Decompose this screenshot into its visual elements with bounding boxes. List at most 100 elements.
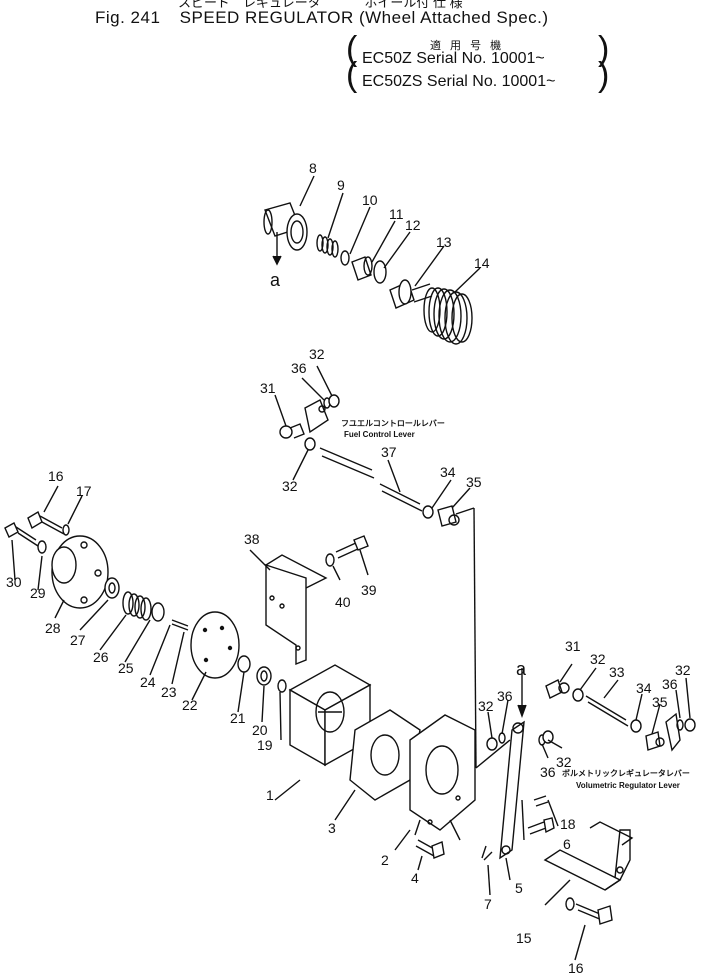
part-20-bushing	[256, 666, 272, 686]
label-7: 7	[484, 896, 492, 912]
label-28: 28	[45, 620, 61, 636]
label-16-b: 16	[568, 960, 584, 976]
label-5: 5	[515, 880, 523, 896]
serial-range-ec50z: EC50Z Serial No. 10001~	[362, 50, 545, 67]
part-5-lever	[499, 668, 527, 881]
part-15-bracket	[543, 821, 634, 906]
label-15: 15	[516, 930, 532, 946]
kana-title-1: スピード レギュレータ	[178, 0, 321, 10]
part-35-ball-joint	[437, 505, 460, 527]
label-32-d: 32	[556, 754, 572, 770]
part-7-pin	[481, 845, 493, 896]
label-14: 14	[474, 255, 490, 271]
label-37: 37	[381, 444, 397, 460]
volumetric-rod-assembly	[545, 663, 696, 752]
ref-a-top: a	[270, 270, 281, 290]
label-31-a: 31	[260, 380, 276, 396]
label-32-a: 32	[309, 346, 325, 362]
part-34-nut	[422, 505, 434, 519]
label-36-c: 36	[497, 688, 513, 704]
part-34-nut-right	[630, 719, 642, 733]
part-32-nut-right	[572, 688, 584, 702]
part-22-diaphragm	[190, 611, 240, 679]
part-21-nut	[237, 655, 251, 673]
part-4-bolt	[415, 839, 445, 871]
label-1: 1	[266, 787, 274, 803]
figure-label: Fig. 241	[95, 8, 161, 27]
upper-regulator-assembly	[263, 175, 481, 345]
left-paren: (	[346, 30, 358, 68]
part-28-flange	[51, 535, 109, 609]
part-24-pin	[171, 619, 189, 631]
label-13: 13	[436, 234, 452, 250]
fuel-lever-jp: フユエルコントロールレバー	[341, 419, 445, 428]
left-governor-assembly	[4, 485, 287, 741]
label-29: 29	[30, 585, 46, 601]
label-10: 10	[362, 192, 378, 208]
part-17-washer	[62, 524, 70, 536]
label-31-b: 31	[565, 638, 581, 654]
label-35-b: 35	[652, 694, 668, 710]
label-39: 39	[361, 582, 377, 598]
part-2-case	[394, 714, 476, 851]
label-18: 18	[560, 816, 576, 832]
part-1-housing	[274, 664, 372, 801]
label-6: 6	[563, 836, 571, 852]
part-39-bolt	[335, 535, 369, 559]
part-27-bushing	[104, 577, 120, 599]
label-4: 4	[411, 870, 419, 886]
serial-range-ec50zs: EC50ZS Serial No. 10001~	[362, 73, 556, 90]
part-12-o-ring	[373, 260, 387, 284]
part-37-rod	[319, 447, 423, 512]
label-32-e: 32	[590, 651, 606, 667]
label-26: 26	[93, 649, 109, 665]
label-9: 9	[337, 177, 345, 193]
part-8-housing	[263, 202, 308, 266]
part-40-washer	[325, 553, 335, 567]
label-11: 11	[389, 206, 404, 222]
part-6-bolt	[527, 817, 555, 835]
kana-title-2: ホイール付 仕 様	[364, 0, 463, 10]
label-19: 19	[257, 737, 273, 753]
figure-title-text: SPEED REGULATOR (Wheel Attached Spec.)	[179, 8, 549, 27]
label-20: 20	[252, 722, 268, 738]
label-32-f: 32	[675, 662, 691, 678]
label-17: 17	[76, 483, 92, 499]
part-35-ball-joint-right	[645, 731, 665, 751]
figure-title: Fig. 241 SPEED REGULATOR (Wheel Attached…	[95, 8, 563, 28]
part-32-nut-a	[328, 394, 340, 408]
label-36-d: 36	[540, 764, 556, 780]
fuel-lever-en: Fuel Control Lever	[344, 430, 415, 439]
label-33: 33	[609, 664, 625, 680]
label-40: 40	[335, 594, 351, 610]
label-34-a: 34	[440, 464, 456, 480]
part-14-spring	[423, 287, 473, 345]
label-34-b: 34	[636, 680, 652, 696]
label-25: 25	[118, 660, 134, 676]
part-13-shaft	[389, 279, 433, 309]
label-8: 8	[309, 160, 317, 176]
part-16-bolt-top	[27, 510, 65, 535]
japanese-title: スピード レギュレータ ホイール付 仕 様	[178, 0, 503, 11]
label-12: 12	[405, 217, 421, 233]
label-24: 24	[140, 674, 156, 690]
part-32-nut-b	[304, 437, 316, 451]
part-25-seat	[151, 602, 165, 622]
fuel-control-rod-assembly	[274, 365, 511, 769]
volumetric-lever-jp: ボルメトリックレギュレータレバー	[562, 769, 690, 778]
part-18-bolt	[533, 795, 549, 807]
label-36-e: 36	[662, 676, 678, 692]
volumetric-lever-en: Volumetric Regulator Lever	[576, 781, 680, 790]
applicable-models-label: 適 用 号 機	[430, 40, 505, 52]
part-31-ball-joint	[279, 423, 305, 439]
part-10-ring	[340, 250, 350, 266]
part-9-spring	[316, 234, 339, 258]
label-32-c: 32	[478, 698, 494, 714]
label-22: 22	[182, 697, 198, 713]
left-paren-2: (	[346, 56, 358, 94]
part-33-rod	[585, 695, 629, 727]
right-paren-2: )	[598, 56, 610, 94]
part-11-bushing	[351, 256, 373, 281]
label-3: 3	[328, 820, 336, 836]
part-38-bracket	[249, 549, 328, 666]
